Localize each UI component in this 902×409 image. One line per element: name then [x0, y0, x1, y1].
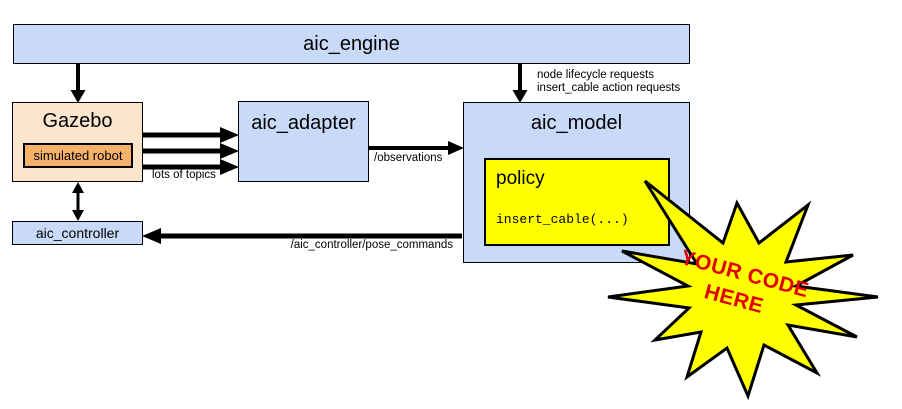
callout-text-line2: HERE: [702, 280, 766, 318]
node-policy-label: policy: [496, 168, 545, 189]
node-policy: policy insert_cable(...): [484, 158, 670, 246]
node-aic-controller-label: aic_controller: [35, 225, 120, 241]
edge-label-observations: /observations: [374, 152, 443, 164]
arrow-gazebo-to-adapter-2: [143, 143, 239, 159]
arrow-engine-to-gazebo: [70, 64, 86, 103]
node-aic-adapter-label: aic_adapter: [251, 112, 356, 134]
node-gazebo: Gazebo: [12, 102, 143, 182]
node-simulated-robot: simulated robot: [23, 143, 133, 168]
edge-label-insert-cable-requests: insert_cable action requests: [537, 82, 681, 94]
arrow-gazebo-to-adapter-1: [143, 127, 239, 143]
callout-text-line1: YOUR CODE: [678, 246, 811, 302]
node-aic-adapter: aic_adapter: [238, 101, 369, 182]
edge-label-engine-to-model: node lifecycle requests insert_cable act…: [537, 69, 680, 95]
node-gazebo-label: Gazebo: [42, 110, 113, 132]
node-aic-engine-label: aic_engine: [303, 32, 400, 55]
node-aic-model-label: aic_model: [530, 112, 623, 134]
node-aic-engine: aic_engine: [13, 24, 690, 64]
policy-code-text: insert_cable(...): [496, 212, 629, 227]
edge-label-pose-commands: /aic_controller/pose_commands: [290, 239, 453, 251]
node-simulated-robot-label: simulated robot: [33, 148, 123, 163]
arrow-gazebo-controller-bidirectional: [72, 182, 84, 221]
node-aic-controller: aic_controller: [12, 221, 143, 245]
edge-label-lots-of-topics: lots of topics: [152, 169, 216, 181]
arrow-engine-to-model: [512, 64, 528, 103]
edge-label-node-lifecycle: node lifecycle requests: [537, 69, 654, 81]
